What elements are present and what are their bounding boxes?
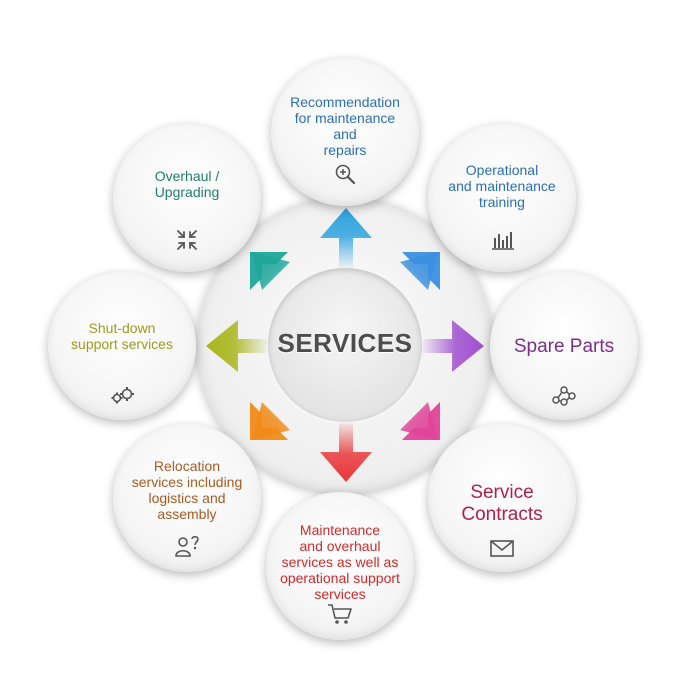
label-line: Upgrading [154, 184, 220, 200]
node-shutdown-support[interactable]: Shut-down support services [48, 272, 196, 420]
label-line: Relocation [153, 458, 221, 474]
label-line: Contracts [461, 504, 543, 525]
node-service-contracts-label: Service Contracts [442, 482, 562, 526]
node-relocation[interactable]: Relocation services including logistics … [113, 424, 261, 572]
envelope-icon [489, 536, 515, 560]
shopping-cart-icon [327, 602, 353, 626]
node-spare-parts[interactable]: Spare Parts [490, 272, 638, 420]
node-maintenance[interactable]: Maintenance and overhaul services as wel… [266, 492, 414, 640]
label-line: services as well as [281, 554, 399, 570]
node-operational-training[interactable]: Operational and maintenance training [428, 124, 576, 272]
label-line: Recommendation [290, 94, 400, 110]
label-line: and overhaul [299, 538, 381, 554]
label-line: services including [131, 474, 243, 490]
label-line: operational support [280, 570, 400, 586]
node-operational-training-label: Operational and maintenance training [442, 162, 562, 210]
bar-chart-icon [489, 228, 515, 252]
node-relocation-label: Relocation services including logistics … [127, 458, 247, 522]
node-overhaul-label: Overhaul / Upgrading [127, 168, 247, 200]
node-overhaul[interactable]: Overhaul / Upgrading [113, 124, 261, 272]
label-line: Maintenance [299, 522, 381, 538]
label-line: Spare Parts [513, 336, 615, 357]
label-line: and maintenance [448, 178, 556, 194]
network-nodes-icon [551, 384, 577, 408]
label-line: repairs [323, 142, 367, 158]
label-line: training [479, 194, 525, 210]
magnifier-plus-icon [332, 162, 358, 186]
compress-arrows-icon [174, 228, 200, 252]
gears-icon [109, 384, 135, 408]
label-line: logistics and [148, 490, 226, 506]
label-line: support services [71, 336, 173, 352]
node-service-contracts[interactable]: Service Contracts [428, 424, 576, 572]
label-line: Operational [465, 162, 539, 178]
node-recommendation-label: Recommendation for maintenance and repai… [285, 94, 405, 158]
label-line: Overhaul / [154, 168, 220, 184]
node-recommendation[interactable]: Recommendation for maintenance and repai… [271, 58, 419, 206]
node-maintenance-label: Maintenance and overhaul services as wel… [276, 522, 404, 602]
label-line: assembly [157, 506, 217, 522]
label-line: Shut-down [88, 320, 156, 336]
hub-inner-circle [268, 268, 422, 422]
label-line: services [314, 586, 366, 602]
label-line: Service [470, 482, 534, 503]
user-question-icon [174, 534, 200, 558]
node-spare-parts-label: Spare Parts [504, 336, 624, 358]
node-shutdown-support-label: Shut-down support services [62, 320, 182, 352]
hub-title: SERVICES [277, 328, 413, 358]
label-line: for maintenance and [294, 110, 396, 142]
